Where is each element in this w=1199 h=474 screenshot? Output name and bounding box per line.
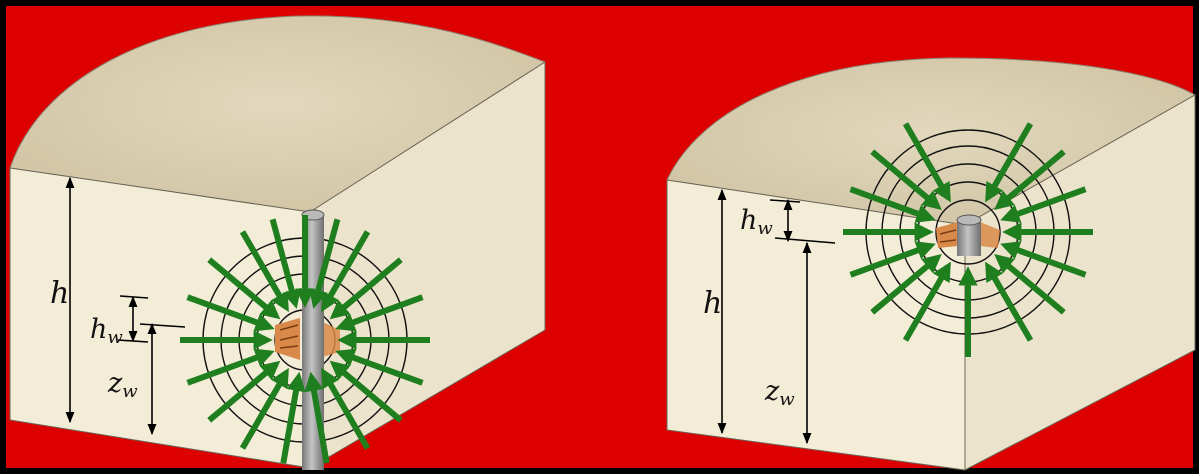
- left-h-label: h: [50, 276, 69, 311]
- left-front-face: [10, 168, 310, 468]
- right-h-label: h: [703, 286, 722, 321]
- right-front-face: [667, 180, 965, 470]
